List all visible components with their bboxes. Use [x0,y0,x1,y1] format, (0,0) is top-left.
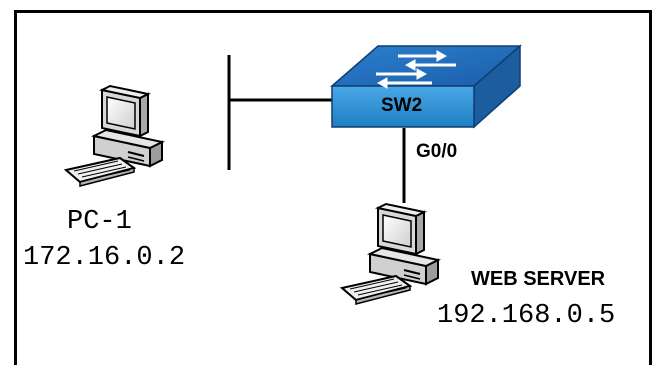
pc1-computer-icon [65,85,163,187]
pc1-ip: 172.16.0.2 [23,243,186,273]
diagram-frame [14,10,652,365]
web-server-ip: 192.168.0.5 [437,301,616,331]
web-server-name: WEB SERVER [471,268,606,290]
switch-icon [329,44,523,129]
switch-label: SW2 [381,95,423,116]
port-label: G0/0 [416,141,458,162]
web-server-computer-icon [341,203,439,305]
pc1-name: PC-1 [67,207,132,237]
